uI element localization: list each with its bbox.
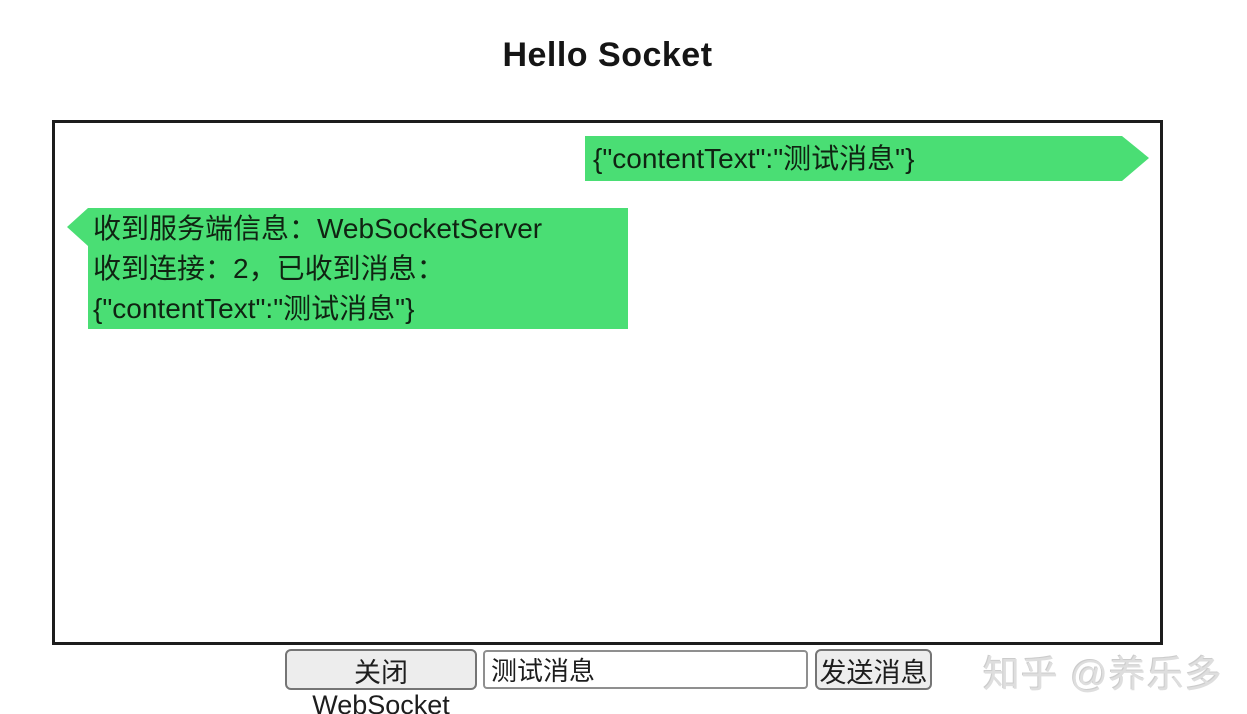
page-title: Hello Socket (502, 36, 713, 74)
close-websocket-button[interactable]: 关闭WebSocket (285, 649, 477, 714)
received-message-line: {"contentText":"测试消息"} (93, 293, 415, 324)
received-message-line: 收到服务端信息：WebSocketServer (93, 213, 543, 244)
message-display-area: {"contentText":"测试消息"} 收到服务端信息：WebSocket… (52, 120, 1163, 645)
watermark: 知乎 @养乐多 (983, 654, 1223, 695)
sent-message-bubble: {"contentText":"测试消息"} (585, 136, 1149, 181)
received-message-line: 收到连接：2，已收到消息： (93, 253, 445, 284)
message-input[interactable] (483, 650, 808, 689)
bubble-tail-right (1122, 136, 1149, 181)
bubble-tail-left (67, 208, 88, 246)
received-message-bubble: 收到服务端信息：WebSocketServer 收到连接：2，已收到消息： {"… (67, 208, 628, 329)
sent-message-text: {"contentText":"测试消息"} (593, 143, 915, 174)
send-message-button[interactable]: 发送消息 (815, 649, 932, 690)
